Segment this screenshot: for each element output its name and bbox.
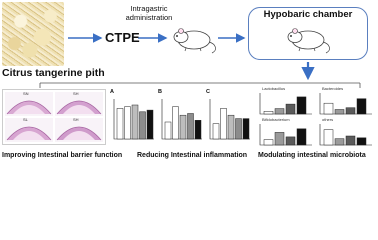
chart-letter-b: B (158, 89, 162, 95)
bar (220, 108, 227, 140)
bar (235, 118, 242, 140)
histology-images (5, 92, 103, 142)
ctpe-label: CTPE (105, 30, 140, 45)
microbiota-bar (274, 108, 285, 115)
bar (242, 118, 250, 140)
microbiota-title-4: others (322, 117, 334, 122)
microbiota-bar (274, 132, 285, 146)
route-label-line1: Intragastric (130, 4, 168, 13)
flow-arrows (39, 28, 361, 88)
microbiota-bars (259, 93, 372, 146)
chamber-label: Hypobaric chamber (263, 9, 353, 20)
microbiota-charts: Lactobacillus Bacteroides Bifidobacteriu… (256, 86, 376, 148)
bar (194, 120, 202, 140)
bar (116, 108, 124, 140)
bar (146, 109, 154, 140)
histology-label-4: SH (73, 117, 79, 122)
histology-panel: SN SH SL SH (2, 89, 106, 145)
histology-label-1: SN (23, 91, 29, 96)
microbiota-title-3: Bifidobacterium (262, 117, 290, 122)
bar (139, 111, 146, 140)
bar (187, 113, 194, 140)
microbiota-bar (285, 103, 296, 115)
microbiota-bar (263, 111, 274, 115)
mouse-icon (173, 28, 216, 54)
chart-letter-a: A (110, 89, 114, 95)
label-barrier-function: Improving Intestinal barrier function (2, 152, 123, 159)
microbiota-bar (356, 98, 367, 115)
bar (172, 106, 179, 140)
route-label: Intragastric administration (120, 4, 178, 22)
microbiota-title-2: Bacteroides (322, 86, 344, 91)
inflammation-charts: A B C (108, 89, 250, 147)
microbiota-bar (263, 139, 274, 146)
source-label: Citrus tangerine pith (2, 67, 105, 79)
histology-label-2: SH (73, 91, 79, 96)
mouse-in-chamber-icon (287, 28, 330, 54)
bar (131, 104, 139, 140)
chart-letter-c: C (206, 89, 210, 95)
hypobaric-chamber-box (248, 7, 368, 60)
bar (227, 114, 235, 140)
microbiota-bar (323, 102, 334, 115)
bar (212, 123, 220, 140)
bar (179, 114, 187, 140)
microbiota-bar (345, 107, 356, 115)
microbiota-bar (334, 109, 345, 115)
microbiota-bar (296, 96, 307, 115)
citrus-pith-photo (2, 2, 64, 66)
microbiota-bar (356, 137, 367, 146)
route-label-line2: administration (125, 12, 173, 22)
microbiota-bar (323, 129, 334, 146)
bar (164, 121, 172, 140)
microbiota-bar (285, 136, 296, 146)
label-microbiota: Modulating intestinal microbiota (258, 152, 366, 159)
microbiota-bar (296, 128, 307, 146)
microbiota-bar (334, 138, 345, 146)
bar (124, 106, 131, 140)
histology-label-3: SL (23, 117, 28, 122)
microbiota-title-1: Lactobacillus (262, 86, 286, 91)
microbiota-bar (345, 135, 356, 146)
inflammation-bars (113, 99, 250, 140)
label-inflammation: Reducing Intestinal inflammation (137, 152, 248, 159)
